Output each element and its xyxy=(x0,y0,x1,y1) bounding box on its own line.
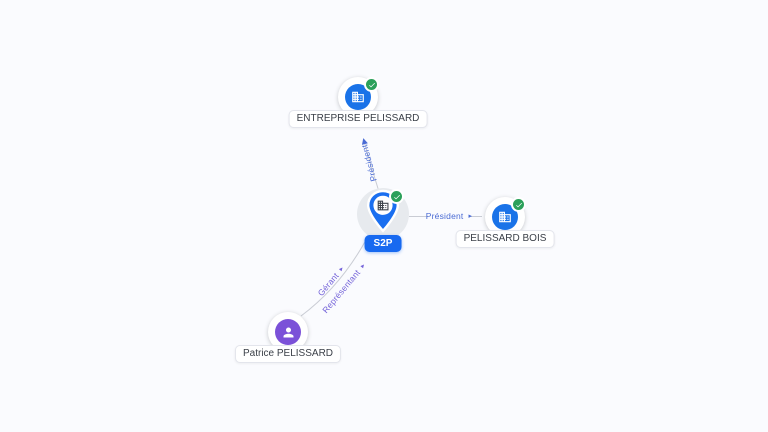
company-avatar[interactable] xyxy=(338,77,379,117)
edge-label-text: Président xyxy=(425,211,464,221)
node-s2p[interactable]: S2P xyxy=(357,188,409,252)
node-label-focus[interactable]: S2P xyxy=(364,235,402,252)
verified-check-icon xyxy=(389,189,404,204)
edge-arrow-icon: ▸ xyxy=(468,212,473,220)
edge-arrow-icon: ▸ xyxy=(337,264,346,273)
node-label[interactable]: Patrice PELISSARD xyxy=(234,345,342,363)
verified-check-icon xyxy=(511,197,526,212)
node-label[interactable]: PELISSARD BOIS xyxy=(455,230,555,248)
edge-arrow-icon: ▸ xyxy=(358,261,367,270)
node-entreprise-pelissard[interactable]: ENTREPRISE PELISSARD xyxy=(288,77,428,128)
edge-label-president-vertical: Président xyxy=(359,143,378,182)
edge-label-president-horizontal: Président ▸ xyxy=(426,211,472,221)
person-icon xyxy=(275,319,301,345)
node-pelissard-bois[interactable]: PELISSARD BOIS xyxy=(455,197,555,248)
verified-check-icon xyxy=(364,77,379,92)
node-label[interactable]: ENTREPRISE PELISSARD xyxy=(288,110,428,128)
node-patrice-pelissard[interactable]: Patrice PELISSARD xyxy=(234,312,342,363)
edge-label-text: Président xyxy=(359,143,379,183)
